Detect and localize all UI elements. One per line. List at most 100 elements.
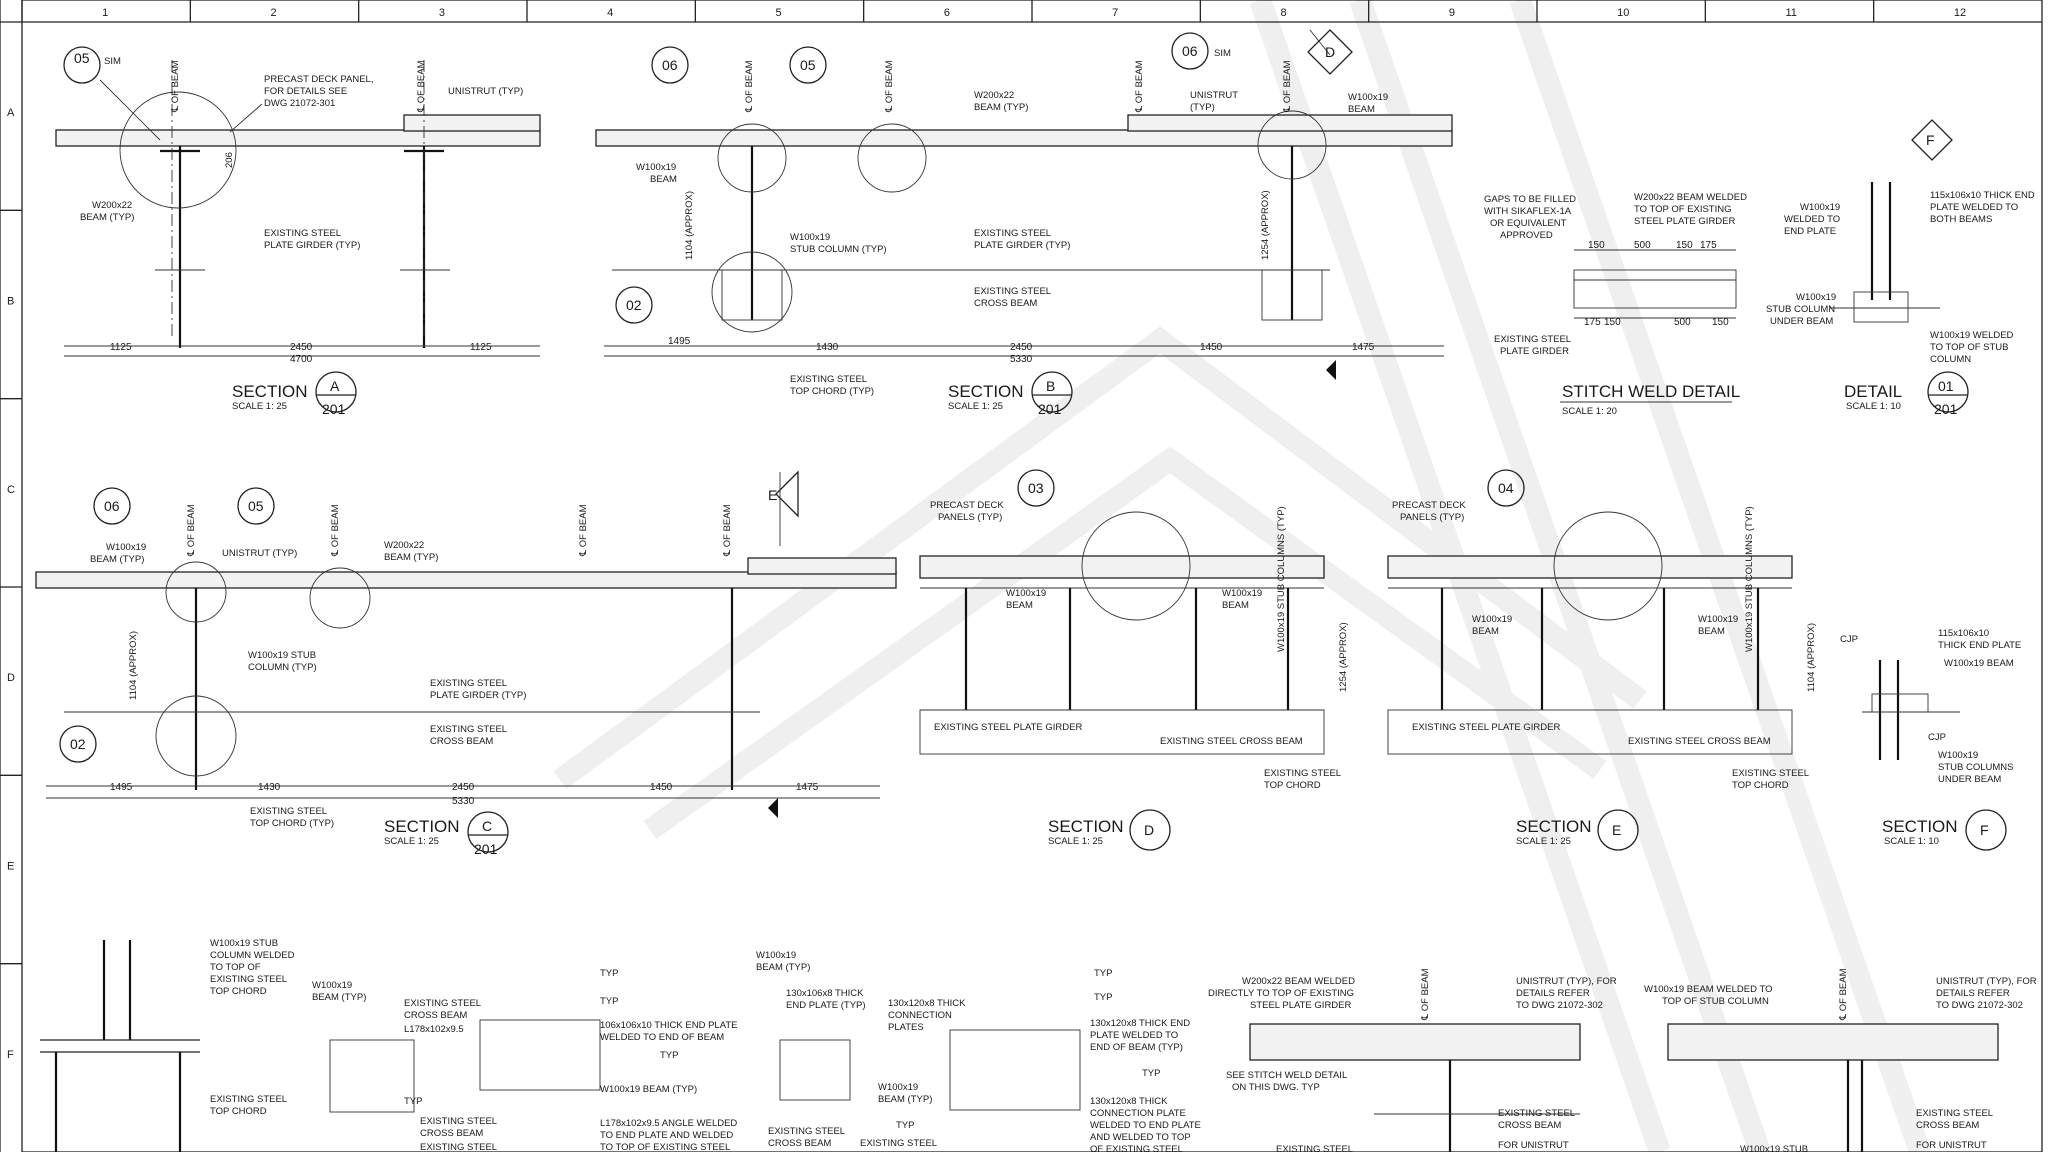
stitch-dim: 500 — [1674, 317, 1691, 328]
stub-c-l1: W100x19 STUB — [248, 650, 316, 661]
girder-two-l1: EXISTING STEEL — [1494, 334, 1571, 345]
section-f-cut-marker: F — [1926, 132, 1935, 148]
typ-label: TYP — [1142, 1068, 1160, 1079]
typ-label: TYP — [1094, 992, 1112, 1003]
end-plate-l1: 115x106x10 THICK END — [1930, 190, 2035, 201]
stub-cols-l2: STUB COLUMNS — [1938, 762, 2013, 773]
cross-g-l2: CROSS BEAM — [404, 1010, 467, 1021]
grid-column-label: 12 — [1954, 7, 1966, 19]
cross-beam-l1: EXISTING STEEL — [974, 286, 1051, 297]
w100-stub-l1: W100x19 WELDED — [1930, 330, 2014, 341]
dim-b-1: 1495 — [668, 336, 691, 347]
section-e-letter: E — [1612, 822, 1621, 838]
typ-label: TYP — [404, 1096, 422, 1107]
w100-g-l1: W100x19 — [312, 980, 352, 991]
existing-steel-h: EXISTING STEEL — [420, 1142, 497, 1152]
conn-welded-l3: WELDED TO END PLATE — [1090, 1120, 1201, 1131]
end-plate-106-l2: WELDED TO END OF BEAM — [600, 1032, 724, 1043]
end-plate-f-l2: THICK END PLATE — [1938, 640, 2021, 651]
detail-01-scale: SCALE 1: 10 — [1846, 401, 1901, 412]
w100-l2: BEAM (TYP) — [90, 554, 144, 565]
section-d-word: SECTION — [1048, 817, 1124, 836]
typ-label: TYP — [600, 968, 618, 979]
section-b-word: SECTION — [948, 382, 1024, 401]
cross-k-l2: CROSS BEAM — [1498, 1120, 1561, 1131]
end-plate-106-l1: 106x106x10 THICK END PLATE — [600, 1020, 737, 1031]
dim-c-2: 1430 — [258, 782, 281, 793]
stub-under-l3: UNDER BEAM — [1770, 316, 1833, 327]
w100-l2: BEAM — [1006, 600, 1033, 611]
end-130b-l3: END OF BEAM (TYP) — [1090, 1042, 1183, 1053]
section-a-text: 05 SIM ℄ OF BEAM ℄ OF BEAM PRECAST DECK … — [74, 50, 523, 417]
w100-l1: W100x19 — [636, 162, 676, 173]
gaps-l4: APPROVED — [1500, 230, 1553, 241]
sim-label: SIM — [104, 56, 121, 67]
w200-welded-l3: STEEL PLATE GIRDER — [1634, 216, 1735, 227]
dim-1254: 1254 (APPROX) — [1260, 190, 1271, 260]
end-plate-l3: BOTH BEAMS — [1930, 214, 1992, 225]
section-f-drawing: CJP 115x106x10 THICK END PLATE W100x19 B… — [1840, 628, 2021, 851]
section-a-marker — [315, 371, 357, 413]
chord-d-l2: TOP CHORD — [1264, 780, 1321, 791]
section-b-marker — [1031, 371, 1073, 413]
end-plate-130-l1: 130x106x8 THICK — [786, 988, 864, 999]
callout-05: 05 — [800, 57, 816, 73]
callout-05: 05 — [74, 50, 90, 66]
stitch-dim: 175 — [1584, 317, 1601, 328]
callout-03: 03 — [1028, 480, 1044, 496]
w200-welded-l2: TO TOP OF EXISTING — [1634, 204, 1732, 215]
existing-steel-k: EXISTING STEEL — [1276, 1144, 1353, 1152]
w100-l1: W100x19 — [1348, 92, 1388, 103]
beam-cl-label: ℄ OF BEAM — [416, 60, 427, 113]
panels-l1: PRECAST DECK — [1392, 500, 1466, 511]
beam-cl-label: ℄ OF BEAM — [170, 60, 181, 113]
typ-label: TYP — [896, 1120, 914, 1131]
end-130b-l1: 130x120x8 THICK END — [1090, 1018, 1190, 1029]
beam-cl-label: ℄ OF BEAM — [578, 504, 589, 557]
grid-column-label: 5 — [776, 7, 782, 19]
section-e-scale: SCALE 1: 25 — [1516, 836, 1571, 847]
end-plate-f-l1: 115x106x10 — [1938, 628, 1989, 639]
dim-1104: 1104 (APPROX) — [128, 631, 139, 700]
top-chord-f-l1: EXISTING STEEL — [210, 1094, 287, 1105]
section-b-letter: B — [1046, 378, 1055, 394]
grid-column-label: 9 — [1449, 7, 1455, 19]
w100-l2: BEAM — [1348, 104, 1375, 115]
deck-slab — [403, 114, 541, 132]
unistrut-l1: UNISTRUT — [1190, 90, 1238, 101]
conn-plates-l1: 130x120x8 THICK — [888, 998, 966, 1009]
section-b-text: 06 05 06 SIM D 02 ℄ OF BEAM ℄ OF BEAM ℄ … — [626, 43, 1388, 417]
stub-under-l2: STUB COLUMN — [1766, 304, 1835, 315]
conn-welded-l4: AND WELDED TO TOP — [1090, 1132, 1191, 1143]
cross-h-l1: EXISTING STEEL — [420, 1116, 497, 1127]
dim-b-4: 1450 — [1200, 342, 1223, 353]
w100-stub-m: W100x19 STUB — [1740, 1144, 1808, 1152]
girder-l2: PLATE GIRDER (TYP) — [974, 240, 1070, 251]
detail-01: F W100x19 WELDED TO END PLATE 115x106x10… — [1766, 119, 2035, 417]
chord-d-l1: EXISTING STEEL — [1264, 768, 1341, 779]
w100-i-l2: BEAM (TYP) — [756, 962, 810, 973]
callout-06: 06 — [104, 498, 120, 514]
chord-c-l1: EXISTING STEEL — [250, 806, 327, 817]
unistrut-label: UNISTRUT (TYP) — [448, 86, 523, 97]
stitch-title: STITCH WELD DETAIL — [1562, 382, 1740, 401]
deck-slab — [55, 129, 541, 147]
beam-cl-label: ℄ OF BEAM — [744, 60, 755, 113]
grid-column-label: 1 — [102, 7, 108, 19]
angle-label: L178x102x9.5 — [404, 1024, 464, 1035]
stitch-dim: 175 — [1700, 240, 1717, 251]
typ-label: TYP — [1094, 968, 1112, 979]
unistrut-label: UNISTRUT (TYP) — [222, 548, 297, 559]
cross-g-l1: EXISTING STEEL — [404, 998, 481, 1009]
grid-column-label: 4 — [607, 7, 613, 19]
section-c-letter: C — [482, 818, 492, 834]
grid-row-label: B — [7, 296, 14, 308]
section-b-drawing — [595, 29, 1453, 380]
beam-cl-label: ℄ OF BEAM — [722, 504, 733, 557]
unistrut-l2: (TYP) — [1190, 102, 1215, 113]
section-d-cut-marker: D — [1325, 44, 1335, 60]
unistrut-refer-l2: DETAILS REFER — [1936, 988, 2010, 999]
stub-welded-l3: TO TOP OF — [210, 962, 261, 973]
